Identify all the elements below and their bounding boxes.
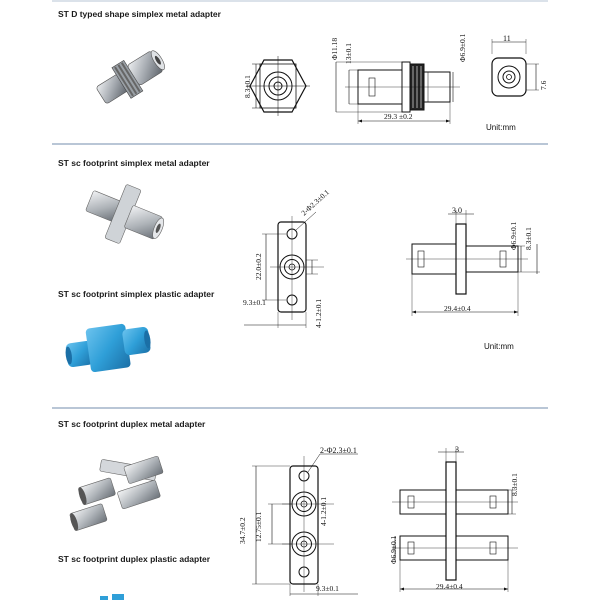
dim-end-height: 7.6 <box>539 80 548 90</box>
dim-panel-width-text: 9.3±0.1 <box>243 298 266 307</box>
dim-hole-spacing-text: 22.0±0.2 <box>254 253 263 280</box>
dim-height-2: 8.3±0.1 <box>524 227 533 250</box>
end-view-drawing <box>491 39 539 97</box>
dim-panel-width: 9.3±0.1 <box>243 298 266 307</box>
unit-label-2: Unit:mm <box>484 342 514 351</box>
simplex-side-drawing <box>406 210 540 316</box>
dim-panel-width-3-text: 9.3±0.1 <box>316 584 339 593</box>
section3-title: ST sc footprint duplex metal adapter <box>58 419 206 429</box>
dim-end-width: 11 <box>503 34 511 43</box>
dim-length: 29.3 ±0.2 <box>384 112 413 121</box>
st-sc-duplex-metal-photo <box>69 455 164 531</box>
dim-body-dia-3-text: Φ6.9±0.1 <box>389 535 398 564</box>
dim-length-2-text: 29.4±0.4 <box>444 304 471 313</box>
section1-title: ST D typed shape simplex metal adapter <box>58 9 221 19</box>
dim-holes-2-text: 2-Φ2.3±0.1 <box>299 187 331 217</box>
dim-body-dia-2: Φ6.9±0.1 <box>509 221 518 250</box>
duplex-side-drawing <box>392 448 518 592</box>
st-sc-simplex-plastic-photo <box>65 323 151 373</box>
dim-body-dia-text: Φ6.9±0.1 <box>458 33 467 62</box>
top-rule <box>52 0 548 2</box>
dim-hole-spacing: 22.0±0.2 <box>254 253 263 280</box>
section-separator-2 <box>52 407 548 409</box>
dim-slot-3-text: 4-1.2±0.1 <box>319 497 328 526</box>
dim-total-height-text: 34.7±0.2 <box>238 517 247 544</box>
st-d-metal-adapter-photo <box>96 50 165 104</box>
dim-pitch: 12.75±0.1 <box>254 511 263 542</box>
unit-label-1: Unit:mm <box>486 123 516 132</box>
dim-pitch-text: 12.75±0.1 <box>254 511 263 542</box>
dim-flange-thickness-3: 3 <box>455 445 459 454</box>
side-view-drawing <box>335 61 460 124</box>
dim-holes-3: 2-Φ2.3±0.1 <box>320 446 357 455</box>
dim-height-3-text: 8.3±0.1 <box>510 473 519 496</box>
dim-slot-text: 4-1.2±0.1 <box>314 299 323 328</box>
dim-height-3: 8.3±0.1 <box>510 473 519 496</box>
dim-length-3-text: 29.4±0.4 <box>436 582 463 591</box>
dim-slot-3: 4-1.2±0.1 <box>319 497 328 526</box>
dim-body-dia-2-text: Φ6.9±0.1 <box>509 221 518 250</box>
dim-height-2-text: 8.3±0.1 <box>524 227 533 250</box>
dim-length-text: 29.3 ±0.2 <box>384 112 413 121</box>
st-sc-simplex-metal-photo <box>85 184 165 244</box>
dim-side-height: 13±0.1 <box>344 43 353 64</box>
dim-panel-width-3: 9.3±0.1 <box>316 584 339 593</box>
section-separator-1 <box>52 143 548 145</box>
st-sc-duplex-plastic-photo-partial <box>100 594 124 600</box>
dim-flange: Φ11.18 <box>330 38 339 60</box>
dim-front-height: 8.3±0.1 <box>243 75 252 98</box>
dim-slot: 4-1.2±0.1 <box>314 299 323 328</box>
dim-holes-2: 2-Φ2.3±0.1 <box>299 187 331 217</box>
dim-body-dia: Φ6.9±0.1 <box>458 33 467 62</box>
dim-side-height-text: 13±0.1 <box>344 43 353 64</box>
dim-length-3: 29.4±0.4 <box>436 582 463 591</box>
dim-total-height: 34.7±0.2 <box>238 517 247 544</box>
dim-front-height-text: 8.3±0.1 <box>243 75 252 98</box>
simplex-panel-drawing <box>244 211 324 328</box>
section2-title: ST sc footprint simplex metal adapter <box>58 158 210 168</box>
section3-subtitle: ST sc footprint duplex plastic adapter <box>58 554 211 564</box>
duplex-panel-drawing <box>252 453 358 596</box>
dim-flange-thickness: 3.0 <box>452 206 462 215</box>
dim-end-height-text: 7.6 <box>539 80 548 90</box>
dim-body-dia-3: Φ6.9±0.1 <box>389 535 398 564</box>
front-view-drawing <box>246 56 310 116</box>
dim-length-2: 29.4±0.4 <box>444 304 471 313</box>
dim-flange-text: Φ11.18 <box>330 38 339 60</box>
section2-subtitle: ST sc footprint simplex plastic adapter <box>58 289 215 299</box>
